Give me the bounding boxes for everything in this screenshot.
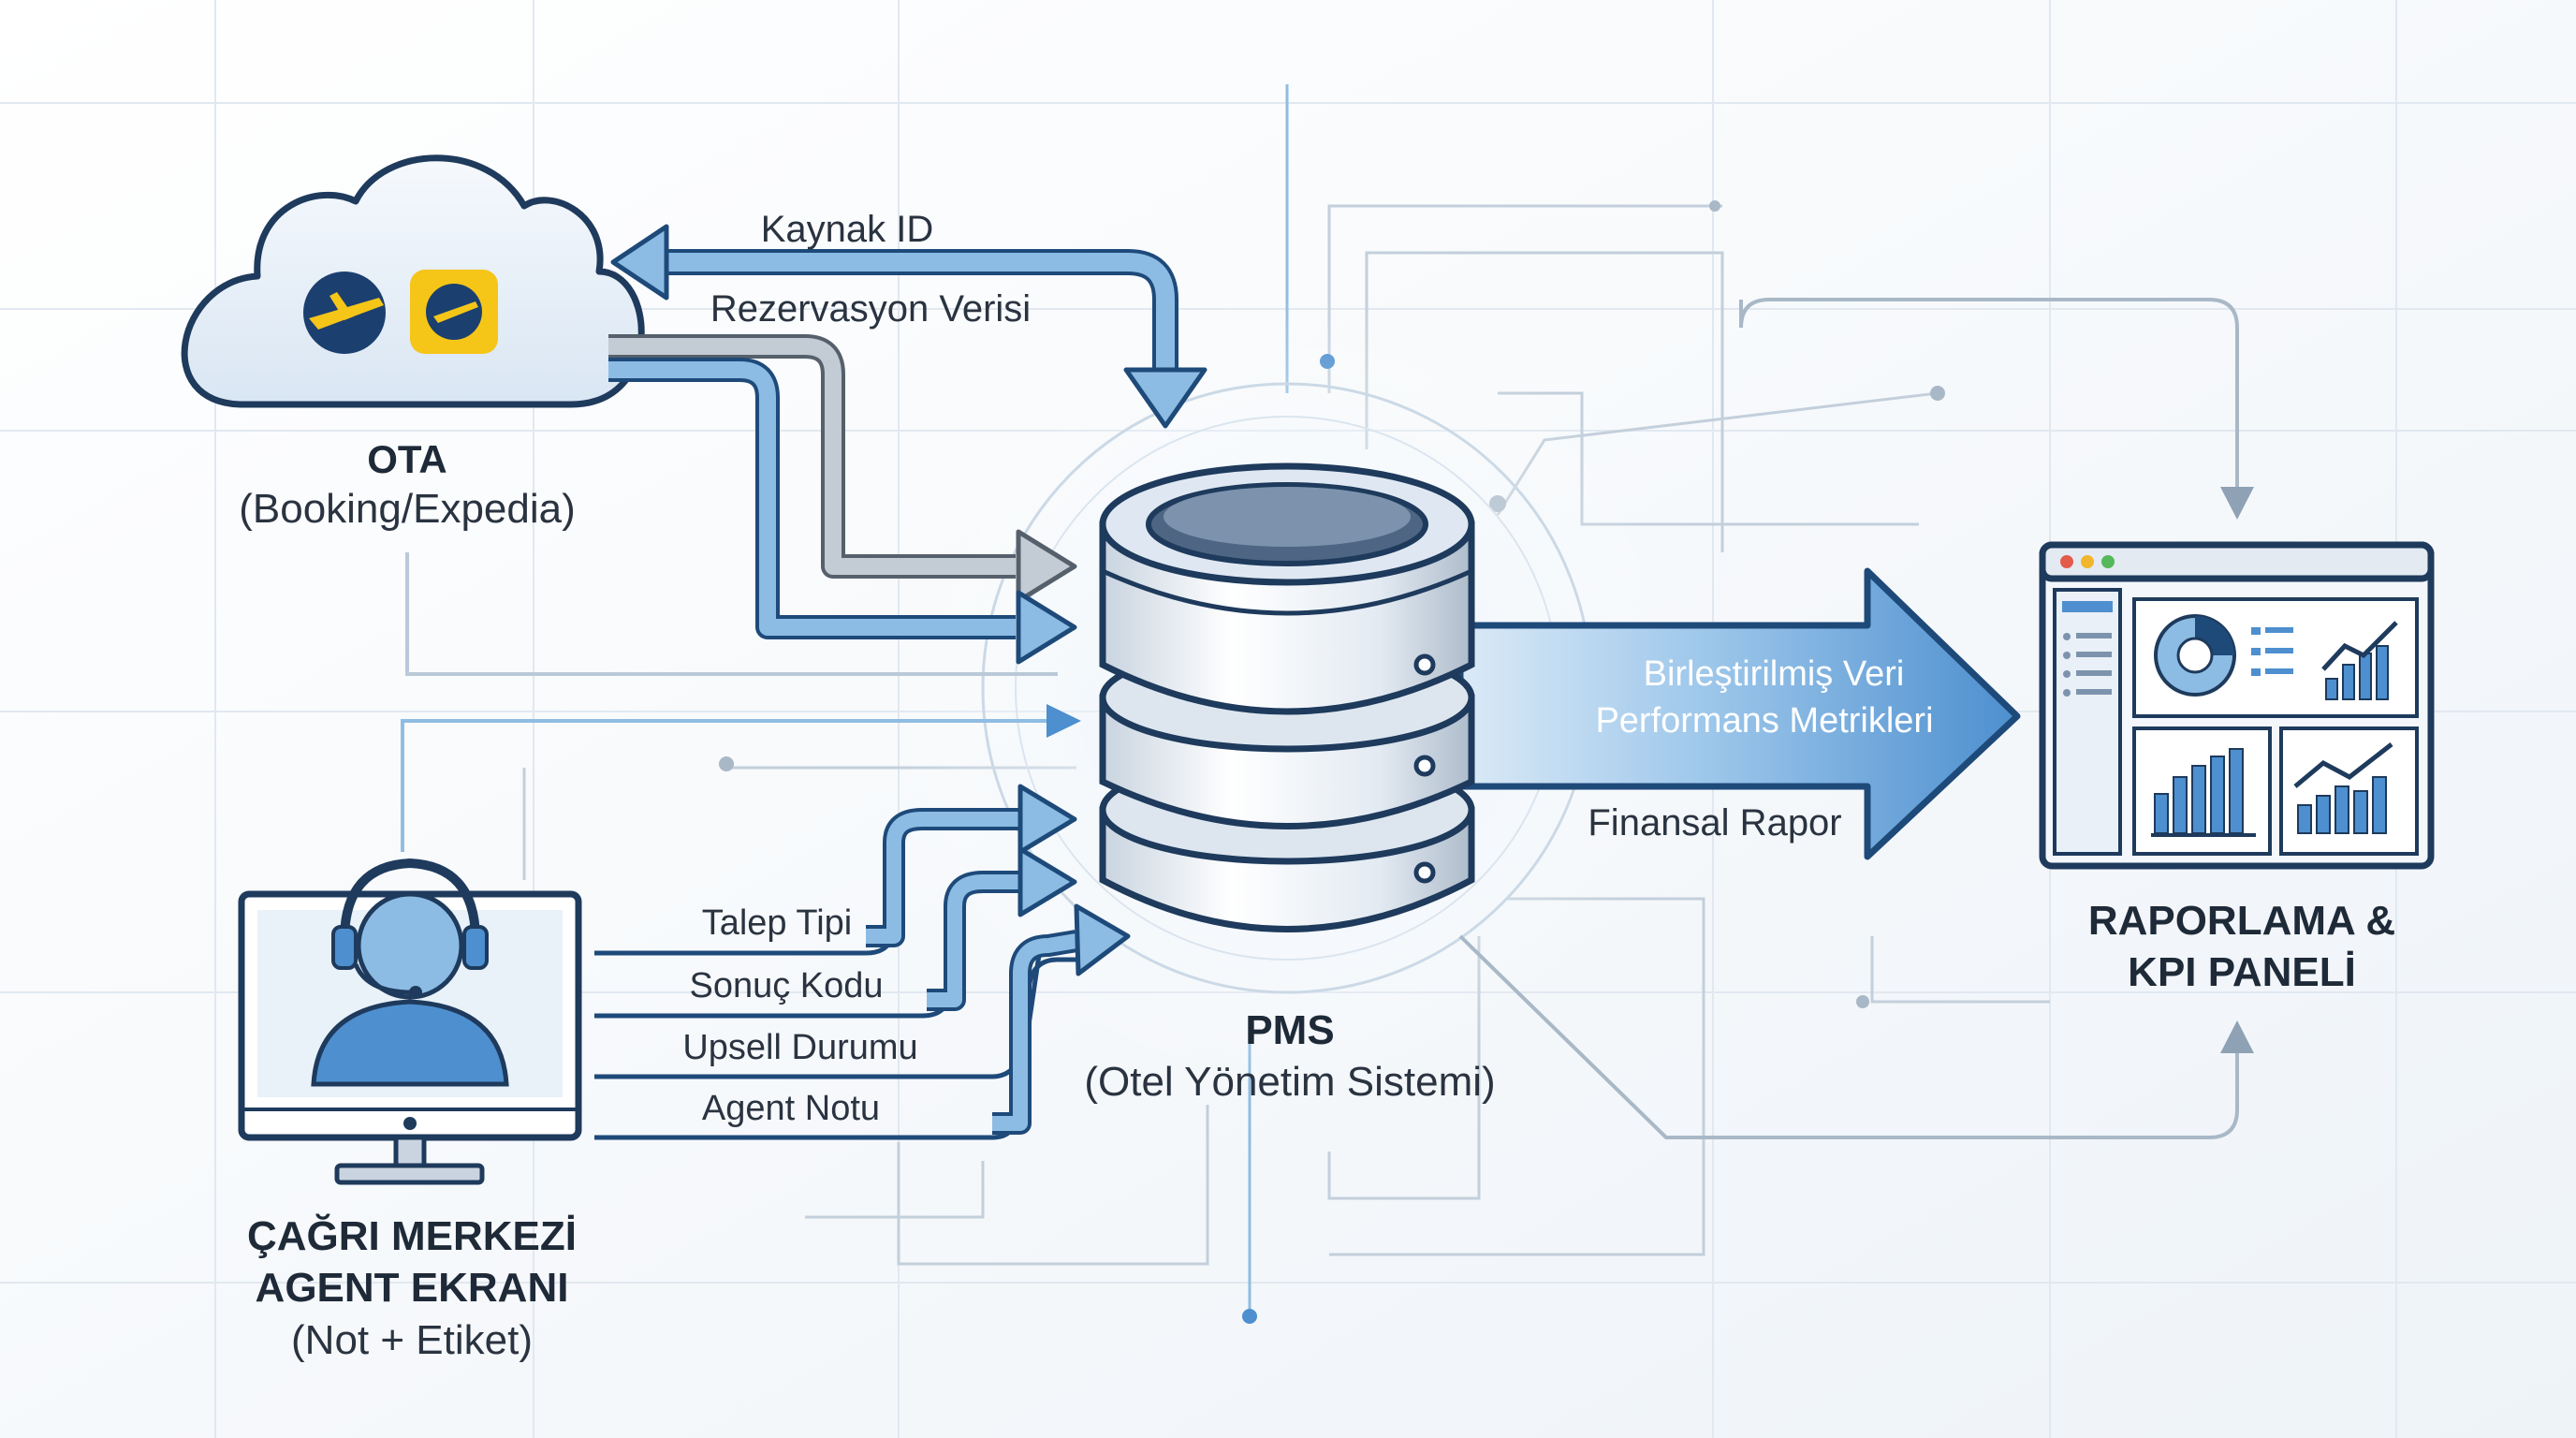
ota-side-line — [405, 552, 1058, 676]
ota-cloud — [181, 154, 645, 408]
agent-title-line1: ÇAĞRI MERKEZİ — [247, 1212, 577, 1259]
reservation-data-arrow-blue — [608, 358, 1077, 665]
database-icon — [1099, 462, 1475, 932]
pms-title: PMS — [1245, 1007, 1334, 1053]
agent-field-result-code: Sonuç Kodu — [689, 966, 883, 1005]
plane-logo-icon — [410, 270, 498, 354]
dashboard-top-arrowhead — [2220, 487, 2254, 520]
agent-flow-arrows — [866, 784, 1131, 1135]
output-label-financial: Finansal Rapor — [1588, 802, 1841, 844]
reservation-data-arrow-gray — [608, 334, 1077, 604]
source-id-arrow — [610, 224, 1208, 429]
ota-subtitle: (Booking/Expedia) — [239, 486, 576, 532]
dashboard-icon — [2039, 541, 2435, 870]
feed-line — [401, 719, 1072, 852]
ota-title: OTA — [367, 437, 447, 481]
headset-agent-icon — [311, 858, 509, 1087]
agent-field-upsell-status: Upsell Durumu — [682, 1028, 917, 1067]
pms-subtitle: (Otel Yönetim Sistemi) — [1084, 1059, 1495, 1105]
label-source-id: Kaynak ID — [761, 209, 934, 250]
plane-logo-icon — [303, 271, 386, 354]
label-reservation-data: Rezervasyon Verisi — [710, 288, 1031, 330]
agent-field-agent-note: Agent Notu — [702, 1089, 880, 1128]
dashboard-bottom-arrowhead — [2220, 1020, 2254, 1053]
reporting-title-line2: KPI PANELİ — [2128, 949, 2356, 995]
output-label-merged-data: Birleştirilmiş Veri — [1644, 654, 1905, 694]
output-arrow — [1456, 567, 2021, 860]
agent-subtitle: (Not + Etiket) — [291, 1317, 533, 1363]
agent-title-line2: AGENT EKRANI — [256, 1265, 569, 1311]
output-label-performance: Performans Metrikleri — [1595, 701, 1933, 741]
dashboard-top-connector — [1739, 298, 2239, 487]
reporting-title-line1: RAPORLAMA & — [2088, 898, 2395, 944]
feed-line-head — [1046, 704, 1081, 738]
dashboard-bottom-connector — [1458, 934, 2239, 1139]
agent-field-request-type: Talep Tipi — [702, 903, 853, 943]
